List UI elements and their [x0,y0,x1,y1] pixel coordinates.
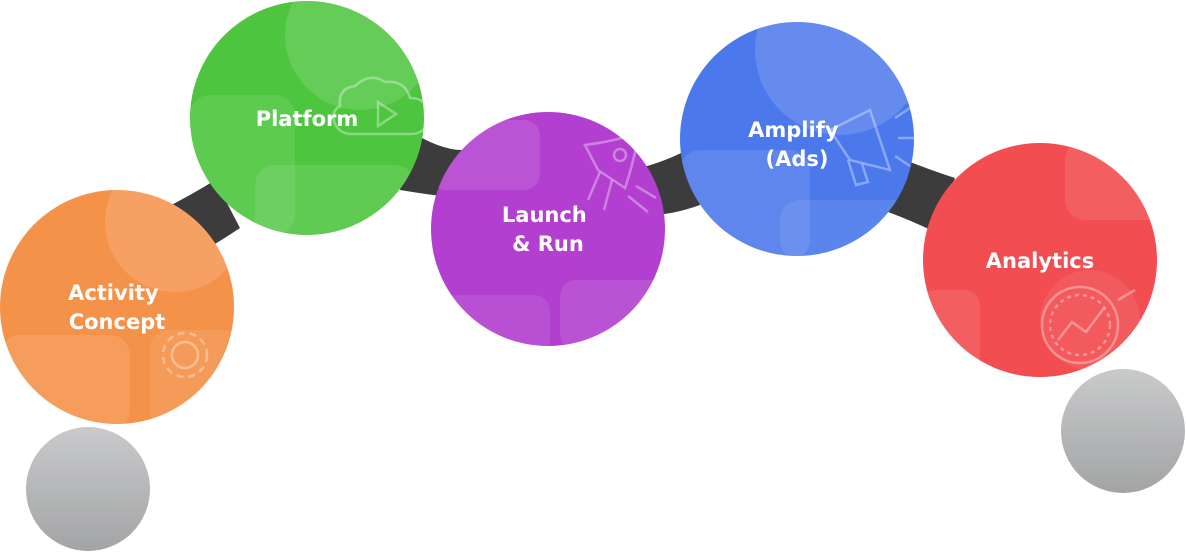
step-label: Platform [256,107,359,131]
step-label: Amplify (Ads) [748,118,846,171]
step-circle [0,190,234,424]
label-line: Launch [502,203,587,227]
label-line: Analytics [986,249,1094,273]
analytics-dial-icon [1040,285,1136,365]
step-label: Launch & Run [502,203,594,256]
rocket-icon [583,127,657,213]
cloud-play-icon [332,76,430,136]
step-circle [431,112,665,346]
step-amplify-ads[interactable]: Amplify (Ads) [680,0,925,260]
step-launch-and-run[interactable]: Launch & Run [430,112,670,355]
label-line: Activity [68,281,159,305]
label-line: Platform [256,107,359,131]
step-circle [190,1,424,235]
circle-decoration [0,190,234,424]
step-label: Analytics [986,249,1094,273]
label-line: (Ads) [766,147,829,171]
step-activity-concept[interactable]: Activity Concept [0,152,245,430]
label-line: Concept [69,310,166,334]
start-end-dot [26,427,150,551]
megaphone-icon [828,106,915,187]
step-circle [923,143,1157,377]
gear-icon [161,331,209,379]
finish-end-dot [1061,369,1185,493]
label-line: Amplify [748,118,839,142]
step-circle [680,22,914,256]
connector-1 [162,180,240,250]
label-line: & Run [512,232,584,256]
step-analytics[interactable]: Analytics [920,140,1175,380]
step-label: Activity Concept [68,281,166,334]
